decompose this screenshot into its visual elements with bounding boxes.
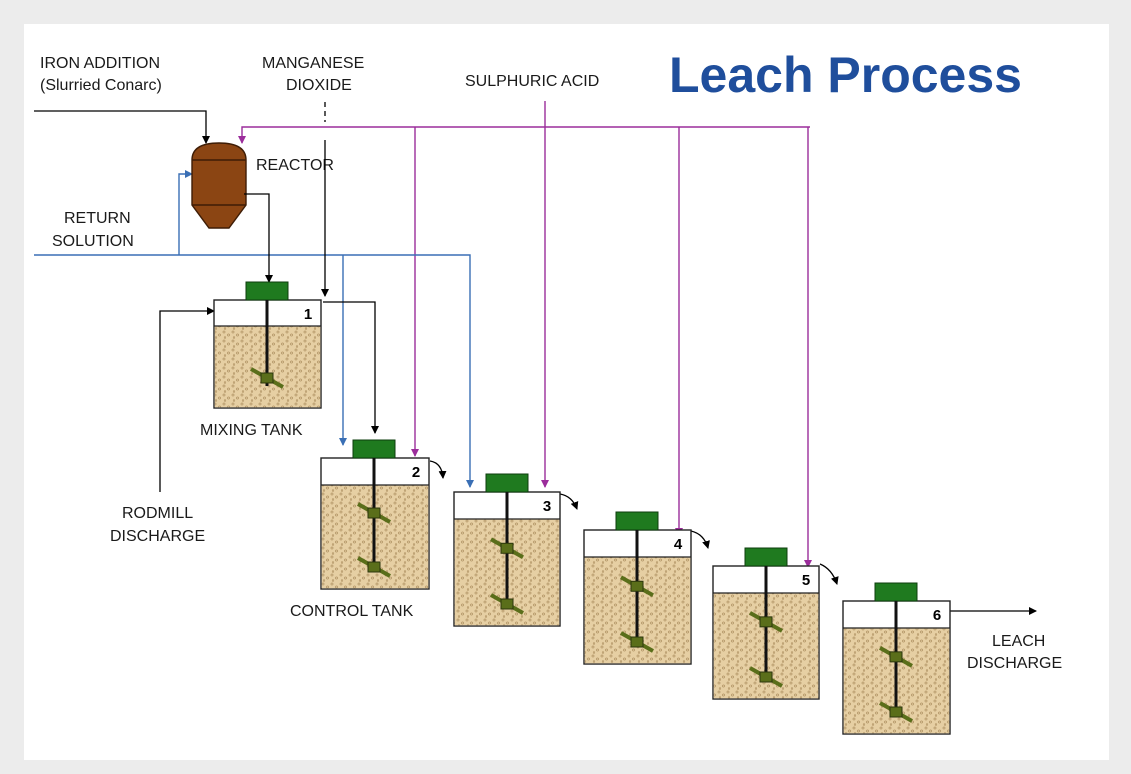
reactor-vessel xyxy=(191,142,247,229)
overflow-3-to-4 xyxy=(559,493,579,510)
tank-6-number: 6 xyxy=(933,607,941,624)
tank-3: 3 xyxy=(453,473,561,627)
rodmill-discharge-line xyxy=(159,307,215,492)
rodmill-discharge-label: DISCHARGE xyxy=(110,528,205,545)
tank-3-motor xyxy=(485,473,529,493)
tank-4-impeller-hub xyxy=(630,636,644,648)
manganese-label: MANGANESE xyxy=(262,55,364,72)
tank-1: 1 xyxy=(213,281,322,409)
tank-1-number: 1 xyxy=(304,306,312,323)
tanks-group: 1 2 3 4 5 6 xyxy=(213,281,951,735)
return-label: RETURN xyxy=(64,210,131,227)
control-tank-label: CONTROL TANK xyxy=(290,603,414,620)
overflow-5-to-6 xyxy=(819,563,839,585)
mixing-to-control-line xyxy=(323,301,379,434)
slide: Leach Process IRON ADDITION (Slurried Co… xyxy=(24,24,1109,760)
leach-discharge-label: DISCHARGE xyxy=(967,655,1062,672)
tank-5-motor xyxy=(744,547,788,567)
tank-5-impeller-hub xyxy=(759,616,773,628)
tank-5-number: 5 xyxy=(802,572,810,589)
tank-2-motor xyxy=(352,439,396,459)
overflow-4-to-5 xyxy=(690,530,710,549)
tank-6-motor xyxy=(874,582,918,602)
rodmill-label: RODMILL xyxy=(122,505,193,522)
return-to-reactor-line xyxy=(178,170,193,255)
tank-4-number: 4 xyxy=(674,536,683,553)
leach-process-diagram: Leach Process IRON ADDITION (Slurried Co… xyxy=(34,47,1062,735)
page-title: Leach Process xyxy=(669,47,1022,103)
dioxide-label: DIOXIDE xyxy=(286,77,352,94)
overflow-2-to-3 xyxy=(429,460,447,479)
tank-6-impeller-hub xyxy=(889,651,903,663)
tank-3-impeller-hub xyxy=(500,598,514,610)
tank-4-motor xyxy=(615,511,659,531)
tank-1-motor xyxy=(245,281,289,301)
iron-addition-sublabel: (Slurried Conarc) xyxy=(40,77,162,94)
tank-2-impeller-hub xyxy=(367,561,381,573)
iron-addition-line xyxy=(34,110,210,144)
tank-3-impeller-hub xyxy=(500,542,514,554)
iron-addition-label: IRON ADDITION xyxy=(40,55,160,72)
leach-label: LEACH xyxy=(992,633,1045,650)
tank-3-number: 3 xyxy=(543,498,551,515)
tank-4-impeller-hub xyxy=(630,580,644,592)
tank-6-impeller-hub xyxy=(889,706,903,718)
tank-2-number: 2 xyxy=(412,464,420,481)
tank-1-impeller-hub xyxy=(260,372,274,384)
reactor-label: REACTOR xyxy=(256,157,334,174)
sulphuric-acid-label: SULPHURIC ACID xyxy=(465,73,599,90)
solution-label: SOLUTION xyxy=(52,233,134,250)
tank-2: 2 xyxy=(320,439,430,590)
reactor-to-mixing-line xyxy=(244,193,273,283)
tank-2-impeller-hub xyxy=(367,507,381,519)
acid-header-line xyxy=(238,126,810,144)
tank-4: 4 xyxy=(583,511,692,665)
tank-5: 5 xyxy=(712,547,820,700)
tank-6: 6 xyxy=(842,582,951,735)
mixing-tank-label: MIXING TANK xyxy=(200,422,303,439)
tank-5-impeller-hub xyxy=(759,671,773,683)
